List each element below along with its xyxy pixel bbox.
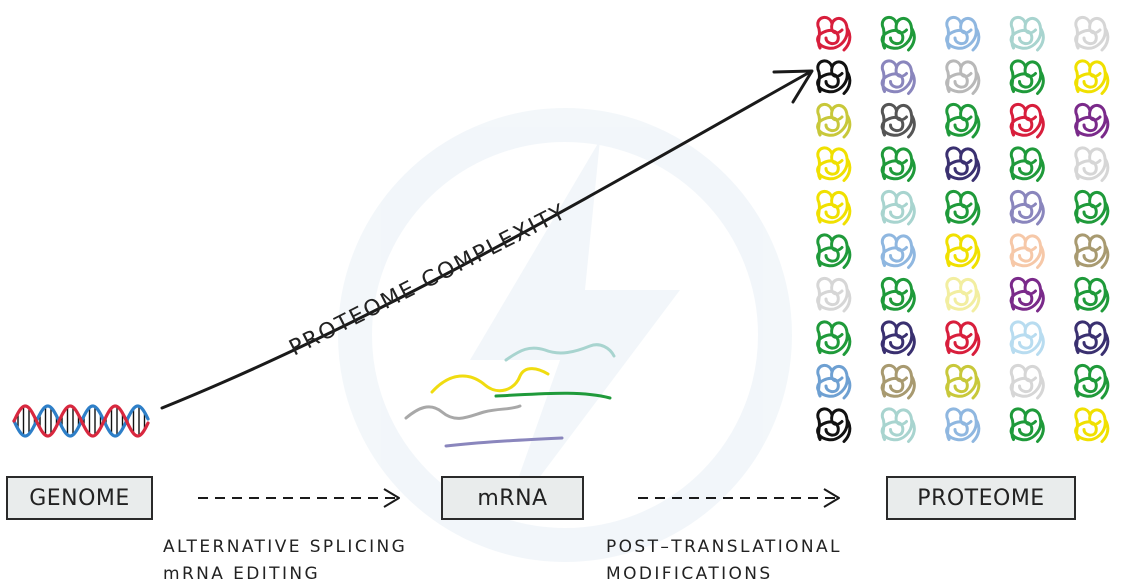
protein-icon	[1009, 16, 1045, 52]
ptm-caption: POST–TRANSLATIONAL MODIFICATIONS	[606, 534, 842, 588]
mrna-box: mRNA	[441, 476, 584, 520]
protein-icon	[1009, 233, 1045, 269]
complexity-arrow	[160, 69, 814, 410]
genome-box: GENOME	[6, 476, 153, 520]
protein-icon	[945, 320, 981, 356]
protein-icon	[880, 190, 916, 226]
protein-icon	[945, 103, 981, 139]
caption-line: mRNA EDITING	[163, 564, 321, 584]
protein-icon	[880, 146, 916, 182]
protein-icon	[1074, 103, 1110, 139]
protein-icon	[816, 16, 852, 52]
splicing-caption: ALTERNATIVE SPLICING mRNA EDITING	[163, 534, 407, 588]
dna-strand-red	[12, 404, 150, 438]
genome-label: GENOME	[29, 485, 130, 511]
proteome-box: PROTEOME	[886, 476, 1076, 520]
protein-icon	[1074, 407, 1110, 443]
protein-icon	[880, 320, 916, 356]
protein-icon	[816, 190, 852, 226]
protein-icon	[1009, 277, 1045, 313]
protein-icon	[880, 103, 916, 139]
protein-icon	[1009, 146, 1045, 182]
protein-icon	[945, 277, 981, 313]
protein-icon	[816, 146, 852, 182]
protein-icon	[945, 16, 981, 52]
watermark-logo	[338, 108, 792, 562]
protein-icon	[1009, 364, 1045, 400]
mrna-strand	[504, 343, 616, 362]
mrna-strand	[444, 436, 564, 448]
protein-icon	[816, 233, 852, 269]
protein-icon	[880, 364, 916, 400]
protein-icon	[1009, 103, 1045, 139]
caption-line: ALTERNATIVE SPLICING	[163, 537, 408, 557]
protein-icon	[1074, 277, 1110, 313]
protein-icon	[880, 407, 916, 443]
protein-icon	[1009, 59, 1045, 95]
protein-icon	[1074, 16, 1110, 52]
mrna-strand	[404, 404, 522, 420]
genome-to-mrna-arrow	[198, 488, 400, 508]
protein-icon	[945, 190, 981, 226]
protein-icon	[945, 146, 981, 182]
mrna-label: mRNA	[477, 485, 548, 511]
caption-line: MODIFICATIONS	[606, 564, 773, 584]
protein-icon	[816, 320, 852, 356]
protein-icon	[816, 407, 852, 443]
protein-icon	[945, 364, 981, 400]
protein-icon	[816, 59, 852, 95]
protein-icon	[945, 233, 981, 269]
protein-icon	[880, 16, 916, 52]
mrna-strands-icon	[404, 343, 616, 448]
dna-helix-icon	[12, 404, 150, 438]
protein-icon	[880, 277, 916, 313]
protein-icon	[1074, 364, 1110, 400]
protein-icon	[945, 407, 981, 443]
protein-icon	[816, 103, 852, 139]
protein-icon	[1009, 407, 1045, 443]
protein-icon	[1009, 190, 1045, 226]
mrna-strand	[494, 391, 612, 400]
protein-icon	[945, 59, 981, 95]
protein-icon	[1074, 59, 1110, 95]
protein-icon	[1074, 320, 1110, 356]
caption-line: POST–TRANSLATIONAL	[606, 537, 842, 557]
mrna-strand	[430, 367, 550, 394]
protein-icon	[880, 233, 916, 269]
protein-grid	[816, 16, 1110, 443]
protein-icon	[1009, 320, 1045, 356]
protein-icon	[1074, 190, 1110, 226]
protein-icon	[816, 364, 852, 400]
protein-icon	[816, 277, 852, 313]
protein-icon	[880, 59, 916, 95]
proteome-label: PROTEOME	[917, 485, 1045, 511]
mrna-to-proteome-arrow	[638, 488, 840, 508]
protein-icon	[1074, 233, 1110, 269]
protein-icon	[1074, 146, 1110, 182]
